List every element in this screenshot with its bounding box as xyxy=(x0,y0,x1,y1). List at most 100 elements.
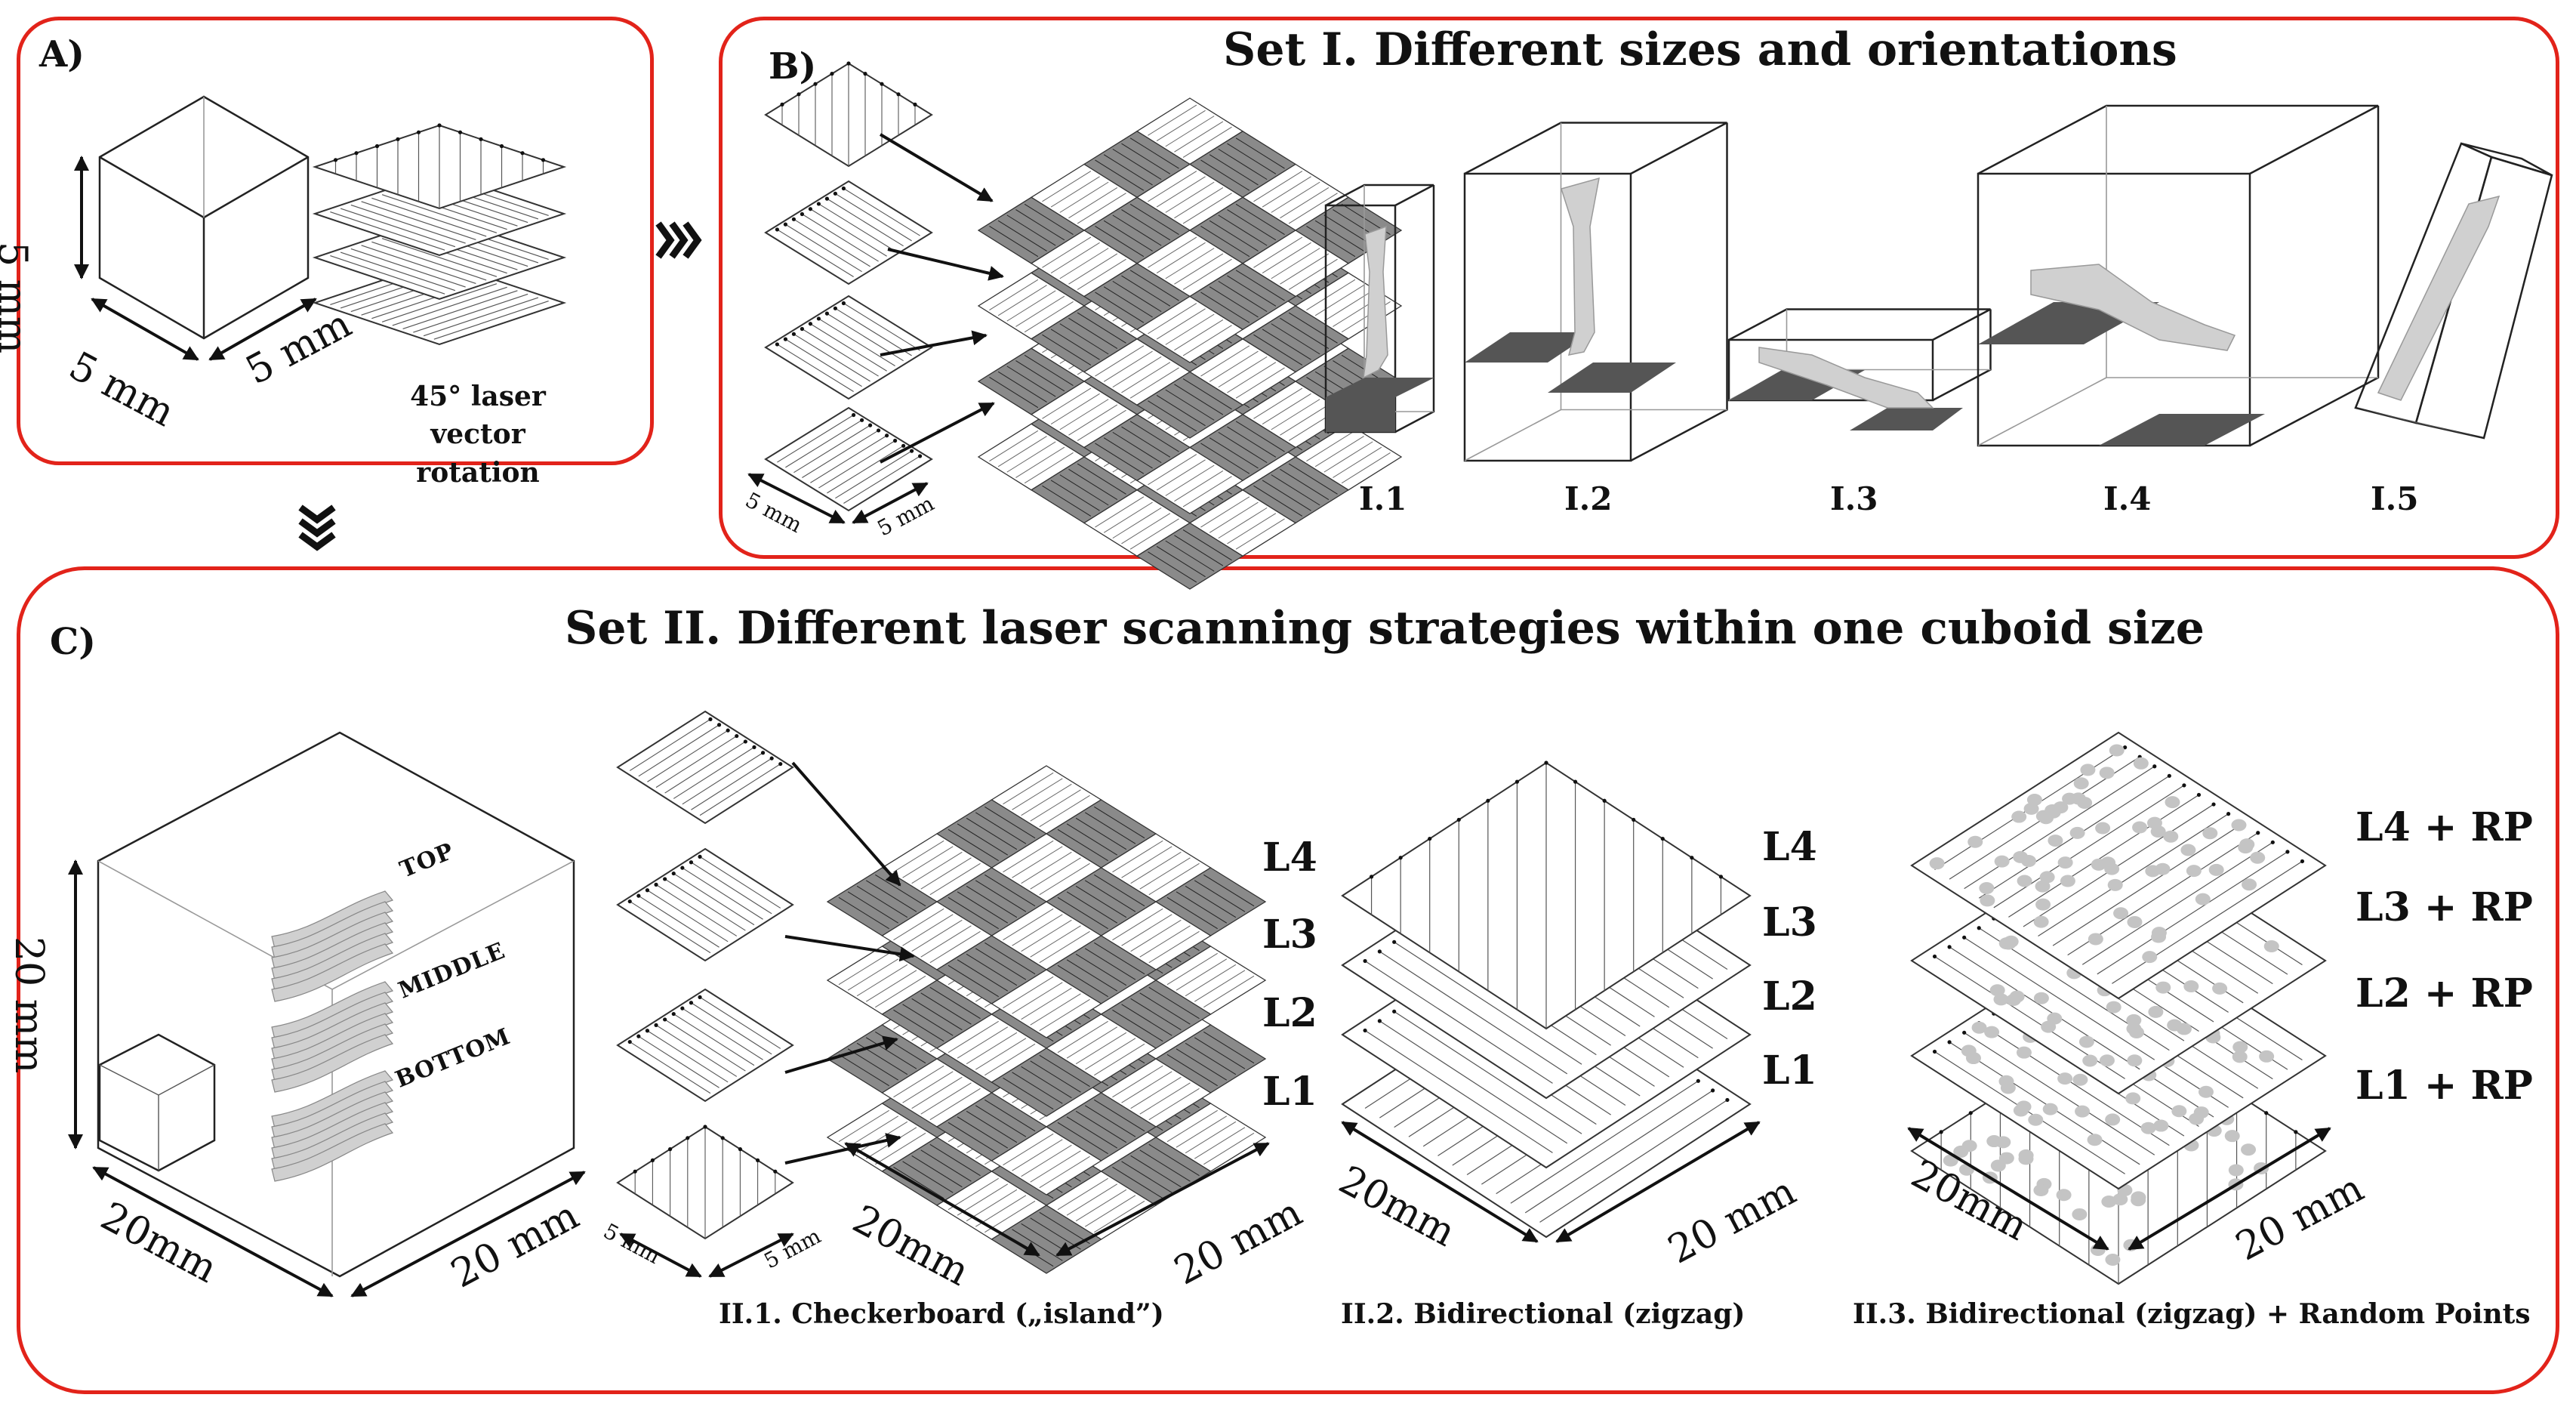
scan-vector xyxy=(1121,1004,1172,1036)
dimension-arrow xyxy=(1055,1142,1270,1257)
scan-dot xyxy=(1947,945,1952,949)
scan-vector xyxy=(1227,209,1277,241)
scan-vector xyxy=(847,1115,899,1148)
scan-vector xyxy=(2038,813,2229,937)
pointer-arrow xyxy=(791,761,901,887)
tensile-specimen xyxy=(1561,177,1600,356)
scan-dot xyxy=(1392,939,1397,944)
panel-b-island-layers xyxy=(747,61,933,524)
pointer-arrow xyxy=(880,330,988,356)
scan-vector xyxy=(1262,329,1311,360)
random-point xyxy=(2127,1054,2143,1067)
scan-vector xyxy=(1059,399,1109,430)
scan-vector xyxy=(1075,1032,1127,1065)
scan-vector xyxy=(1139,992,1191,1025)
box-top xyxy=(1464,122,1728,175)
item-label-i1: I.1 xyxy=(1359,480,1407,517)
scan-vector xyxy=(1057,828,1108,862)
dimension-arrow xyxy=(852,482,929,524)
scan-vector xyxy=(911,998,963,1031)
scan-vector xyxy=(1112,214,1162,246)
scan-vector xyxy=(655,736,738,788)
base-tile xyxy=(1850,408,1963,430)
scan-vector xyxy=(1227,275,1277,307)
scan-vector xyxy=(1148,236,1197,268)
scan-dot xyxy=(863,72,867,76)
scan-vector xyxy=(948,1020,999,1054)
scan-vector xyxy=(975,948,1027,980)
random-point xyxy=(1986,1135,2002,1148)
random-point xyxy=(2231,819,2247,831)
random-point xyxy=(2208,863,2224,876)
specimen-box-i5 xyxy=(2354,142,2553,440)
scan-vector xyxy=(1271,181,1320,213)
scan-vector xyxy=(1194,1037,1246,1069)
dimension-arrow xyxy=(844,1142,1040,1257)
scan-vector xyxy=(802,430,879,478)
scan-vector xyxy=(1066,823,1118,856)
scan-vector xyxy=(655,1024,738,1077)
scan-vector xyxy=(629,718,711,771)
scan-dot xyxy=(1718,875,1724,879)
pointer-arrow xyxy=(887,248,1004,281)
scan-vector xyxy=(1121,914,1172,946)
scan-dot xyxy=(671,1011,676,1017)
random-point xyxy=(2140,1122,2156,1134)
scan-vector xyxy=(1050,176,1100,208)
scan-vector xyxy=(1176,1115,1228,1148)
random-point xyxy=(2039,871,2055,884)
scan-vector xyxy=(1121,143,1171,174)
random-point xyxy=(2241,1143,2257,1156)
scan-dot xyxy=(541,158,546,162)
scan-vector xyxy=(1209,286,1259,318)
scan-vector xyxy=(1156,459,1206,491)
random-point xyxy=(2113,907,2129,920)
scan-vector xyxy=(1227,362,1277,393)
scan-dot xyxy=(708,717,713,721)
random-point xyxy=(2048,835,2063,847)
scan-vector xyxy=(1129,270,1179,301)
scan-vector xyxy=(975,812,1027,844)
scan-vector xyxy=(1042,334,1092,366)
scan-vector xyxy=(1139,857,1191,890)
scan-dot xyxy=(650,1158,655,1162)
scan-dot xyxy=(1369,875,1374,879)
random-point xyxy=(2035,880,2051,893)
scan-dot xyxy=(654,1023,658,1027)
small-cube xyxy=(98,1033,216,1172)
panel-a-height-label: 5 mm xyxy=(0,242,35,354)
random-point xyxy=(2180,844,2196,856)
scan-dot xyxy=(645,1029,650,1033)
scan-vector xyxy=(1103,154,1153,186)
scan-vector xyxy=(1148,454,1197,486)
scan-vector xyxy=(793,424,870,474)
panel-c-height-label: 20 mm xyxy=(6,936,51,1074)
scan-vector xyxy=(1262,242,1311,274)
scan-vector xyxy=(902,914,954,946)
scan-vector xyxy=(1050,242,1100,274)
scan-vector xyxy=(785,224,862,273)
cuboid-outline xyxy=(97,731,575,1278)
random-point xyxy=(2106,1001,2122,1014)
scan-vector xyxy=(997,220,1047,251)
scan-vector xyxy=(1235,518,1285,550)
scan-vector xyxy=(838,952,889,986)
checker-island xyxy=(1188,338,1297,406)
scan-vector xyxy=(1262,176,1311,208)
checker-island xyxy=(977,272,1086,340)
random-point xyxy=(1994,855,2010,868)
scan-vector xyxy=(371,241,487,281)
scan-dot xyxy=(698,995,702,999)
scan-vector xyxy=(1314,285,1364,316)
scan-dot xyxy=(1398,856,1403,860)
scan-vector xyxy=(699,996,781,1049)
scan-vector xyxy=(691,1002,772,1055)
scan-vector xyxy=(785,338,862,387)
random-point xyxy=(1971,1021,1987,1034)
scan-vector xyxy=(948,828,999,862)
scan-vector xyxy=(1235,367,1285,399)
scan-vector xyxy=(1075,885,1127,918)
layer-label-zigzag-l2: L2 xyxy=(1762,973,1817,1020)
scan-vector xyxy=(1156,545,1206,578)
scan-vector xyxy=(1280,253,1330,285)
